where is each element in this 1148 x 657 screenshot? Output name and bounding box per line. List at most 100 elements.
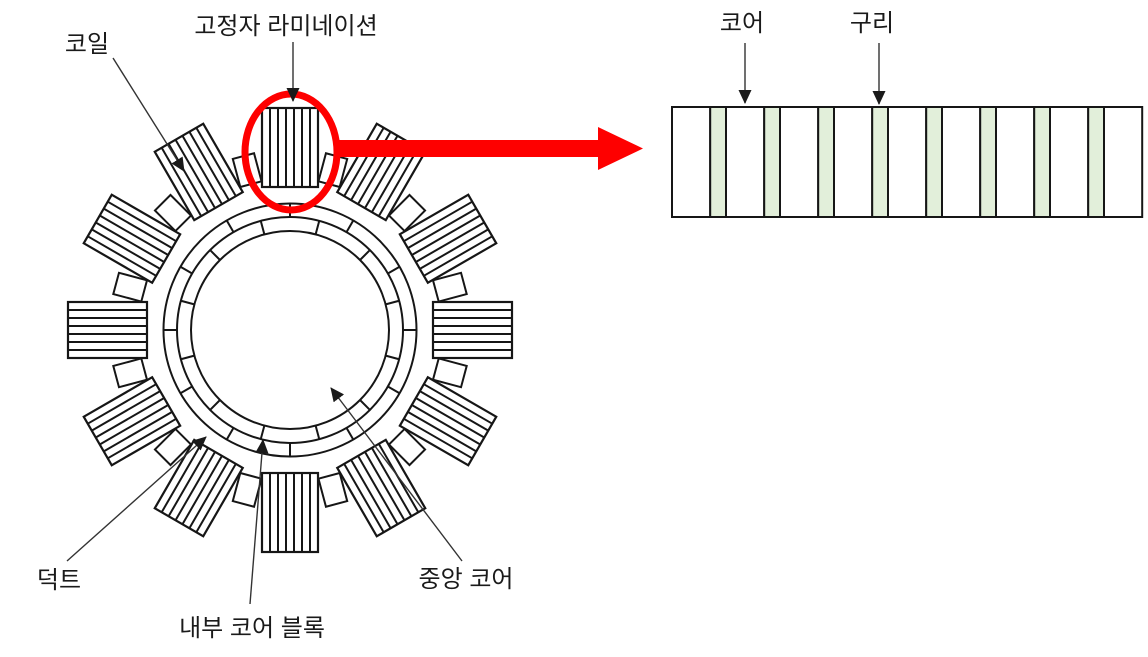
lamination-stripe-line: [107, 417, 177, 460]
coil-connector: [153, 427, 193, 467]
lamination-block: [260, 106, 320, 189]
lamination-stripe-line: [188, 459, 230, 529]
copper-bar: [871, 106, 890, 218]
copper-bar: [979, 106, 998, 218]
core-bar: [887, 106, 928, 218]
coil-connector: [431, 271, 468, 303]
lamination-block: [398, 193, 498, 285]
lamination-block-group: [260, 106, 320, 189]
lamination-block-group: [431, 300, 514, 360]
lamination-block-group: [153, 122, 245, 222]
duct-leader-line: [66, 436, 207, 562]
lamination-block: [153, 122, 245, 222]
lamination-block-group: [260, 471, 320, 554]
coil-connector: [387, 193, 427, 233]
lamination-stripe-line: [99, 214, 169, 256]
core-bar: [779, 106, 820, 218]
lamination-stripe-line: [415, 397, 485, 439]
outer-ring-segment-divider: [345, 219, 355, 233]
lamination-stripe-line: [419, 228, 489, 270]
coil-connector: [431, 357, 468, 389]
copper-label: 구리: [850, 10, 894, 37]
lamination-stripe-line: [357, 455, 399, 525]
lamination-stripe-line: [107, 200, 177, 243]
outer-ring-segment-divider: [225, 219, 235, 233]
lamination-stripe-line: [167, 447, 209, 517]
lamination-block-group: [335, 438, 427, 538]
coil-connector: [387, 427, 427, 467]
lamination-block-group: [153, 438, 245, 538]
core-bar: [1103, 106, 1144, 218]
lamination-stripe-line: [103, 207, 173, 249]
inner-core-block-leader-line: [249, 439, 269, 605]
lamination-block: [82, 193, 182, 285]
copper-bar: [817, 106, 836, 218]
lamination-stripe-line: [99, 404, 169, 446]
inner-ring-segment-divider: [209, 399, 221, 411]
copper-bar: [763, 106, 782, 218]
lamination-stripe-line: [195, 463, 237, 533]
outer-ring-segment-divider: [387, 265, 401, 275]
lamination-stripe-line: [407, 411, 477, 453]
lamination-stripe-line: [160, 147, 203, 217]
lamination-block: [153, 438, 245, 538]
lamination-stripe-line: [377, 147, 420, 217]
coil-connector: [153, 193, 193, 233]
lamination-block: [335, 438, 427, 538]
lamination-stripe-line: [181, 135, 223, 205]
lamination-block-group: [398, 375, 498, 467]
lamination-stripe-line: [188, 131, 230, 201]
lamination-stripe-line: [103, 411, 173, 453]
lamination-stripe-line: [91, 228, 161, 270]
lamination-block: [398, 375, 498, 467]
lamination-stripe-line: [174, 451, 216, 521]
lamination-stripe-line: [423, 383, 493, 425]
inner-core-block-label: 내부 코어 블록: [179, 615, 325, 642]
lamination-stripe-line: [343, 463, 385, 533]
lamination-stripe-line: [403, 200, 473, 243]
lamination-stripe-line: [407, 207, 477, 249]
core-bar: [995, 106, 1036, 218]
lamination-stripe-line: [411, 214, 481, 256]
copper-bar: [1087, 106, 1105, 218]
coil-label: 코일: [65, 31, 109, 58]
outer-ring-segment-divider: [345, 427, 355, 441]
core-bar: [725, 106, 766, 218]
lamination-block: [431, 300, 514, 360]
central-core-circle: [190, 230, 390, 430]
lamination-stripe-line: [87, 383, 157, 425]
lamination-stripe-line: [419, 390, 489, 432]
lamination-stack-inset: [671, 106, 1144, 218]
coil-connector: [231, 471, 263, 508]
stator-lamination-label: 고정자 라미네이션: [194, 13, 377, 40]
lamination-stripe-line: [167, 143, 209, 213]
core-label: 코어: [720, 10, 764, 37]
core-bar: [671, 106, 712, 218]
lamination-stripe-line: [411, 404, 481, 446]
lamination-stripe-line: [181, 455, 223, 525]
coil-connector: [112, 271, 149, 303]
lamination-block-group: [82, 193, 182, 285]
inner-ring-segment-divider: [259, 425, 266, 440]
outer-ring-segment-divider: [225, 427, 235, 441]
lamination-stripe-line: [95, 397, 165, 439]
central-core-leader-line: [330, 387, 463, 562]
lamination-block-group: [66, 300, 149, 360]
lamination-stripe-line: [350, 459, 392, 529]
lamination-block-group: [82, 375, 182, 467]
duct-label: 덕트: [37, 567, 81, 594]
outer-ring-segment-divider: [179, 385, 193, 395]
lamination-stripe-line: [403, 417, 473, 460]
lamination-stripe-line: [343, 127, 385, 197]
outer-ring-segment-divider: [179, 265, 193, 275]
copper-bar: [925, 106, 944, 218]
copper-bar: [1033, 106, 1051, 218]
inner-ring-segment-divider: [385, 354, 400, 361]
central-core-label: 중앙 코어: [419, 566, 514, 593]
lamination-stripe-line: [195, 127, 237, 197]
lamination-block-group: [398, 193, 498, 285]
lamination-stripe-line: [160, 443, 203, 513]
lamination-stripe-line: [415, 221, 485, 263]
